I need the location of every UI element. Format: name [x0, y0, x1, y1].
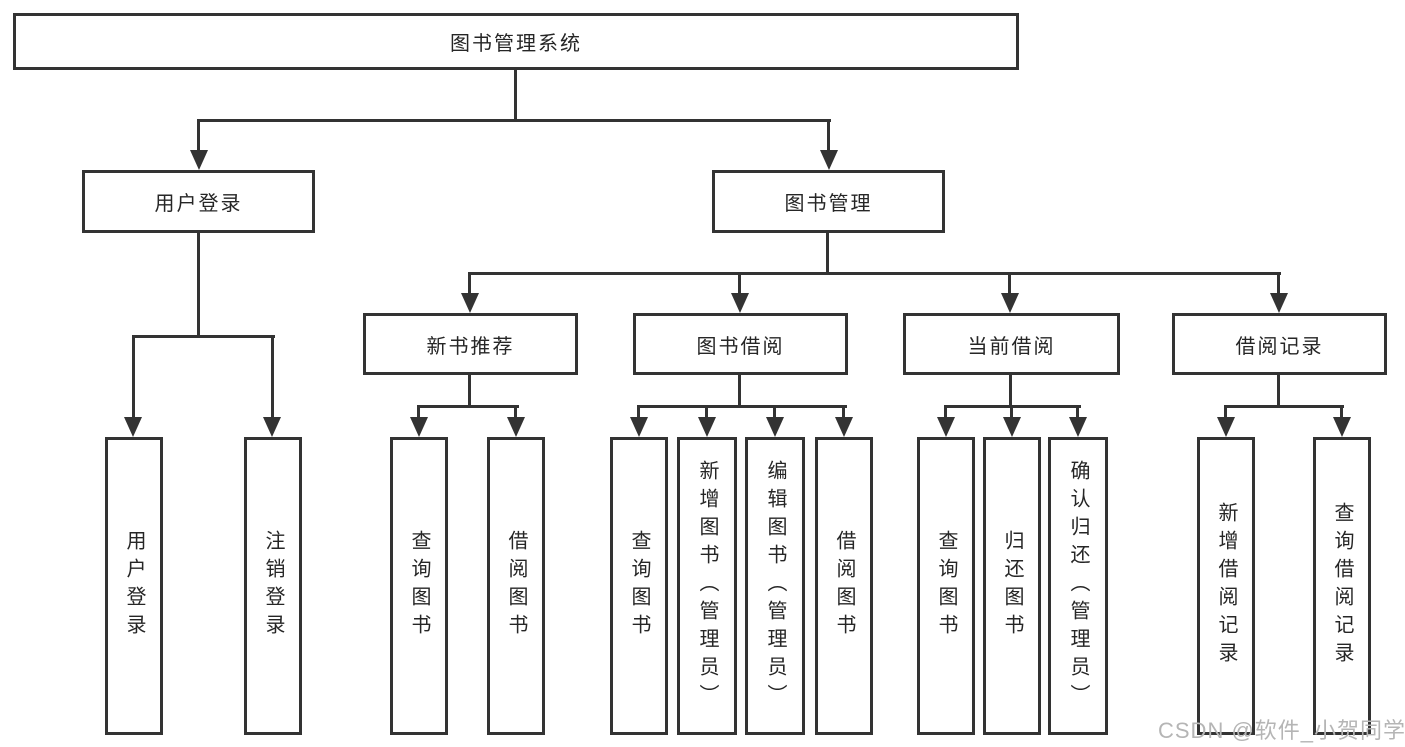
leaf-borrow-edit-books-admin: 编辑图书（管理员）	[745, 437, 805, 735]
arrow-down-icon	[1069, 417, 1087, 437]
connector-line	[132, 335, 135, 419]
connector-line	[773, 405, 776, 419]
leaf-current-return-books: 归还图书	[983, 437, 1041, 735]
arrow-down-icon	[835, 417, 853, 437]
connector-line	[738, 375, 741, 407]
connector-line	[1010, 405, 1013, 419]
connector-line	[637, 405, 640, 419]
arrow-down-icon	[1333, 417, 1351, 437]
arrow-down-icon	[1270, 293, 1288, 313]
leaf-borrow-query-books: 查询图书	[610, 437, 668, 735]
leaf-newbook-borrow-books: 借阅图书	[487, 437, 545, 735]
connector-line	[514, 405, 517, 419]
node-root-system: 图书管理系统	[13, 13, 1019, 70]
leaf-user-login: 用户登录	[105, 437, 163, 735]
connector-line	[705, 405, 708, 419]
csdn-watermark: CSDN @软件_小贺同学	[1158, 718, 1405, 743]
connector-line	[637, 405, 847, 408]
connector-line	[271, 335, 274, 419]
arrow-down-icon	[731, 293, 749, 313]
connector-line	[1224, 405, 1344, 408]
arrow-down-icon	[507, 417, 525, 437]
connector-line	[468, 272, 1281, 275]
arrow-down-icon	[937, 417, 955, 437]
connector-line	[827, 119, 830, 152]
node-borrow-records: 借阅记录	[1172, 313, 1387, 375]
node-user-login: 用户登录	[82, 170, 315, 233]
connector-line	[417, 405, 420, 419]
connector-line	[1224, 405, 1227, 419]
arrow-down-icon	[124, 417, 142, 437]
connector-line	[738, 272, 741, 295]
arrow-down-icon	[461, 293, 479, 313]
leaf-borrow-borrow-books: 借阅图书	[815, 437, 873, 735]
connector-line	[944, 405, 947, 419]
arrow-down-icon	[1003, 417, 1021, 437]
arrow-down-icon	[630, 417, 648, 437]
connector-line	[1340, 405, 1343, 419]
connector-line	[197, 233, 200, 337]
arrow-down-icon	[263, 417, 281, 437]
arrow-down-icon	[820, 150, 838, 170]
leaf-current-query-books: 查询图书	[917, 437, 975, 735]
connector-line	[417, 405, 519, 408]
node-current-borrow: 当前借阅	[903, 313, 1120, 375]
connector-line	[132, 335, 275, 338]
connector-line	[1076, 405, 1079, 419]
arrow-down-icon	[766, 417, 784, 437]
connector-line	[514, 70, 517, 120]
arrow-down-icon	[410, 417, 428, 437]
connector-line	[842, 405, 845, 419]
arrow-down-icon	[1217, 417, 1235, 437]
connector-line	[197, 119, 831, 122]
node-book-management: 图书管理	[712, 170, 945, 233]
connector-line	[468, 375, 471, 407]
connector-line	[1277, 272, 1280, 295]
leaf-records-query-record: 查询借阅记录	[1313, 437, 1371, 735]
connector-line	[1008, 272, 1011, 295]
connector-line	[468, 272, 471, 295]
leaf-newbook-query-books: 查询图书	[390, 437, 448, 735]
arrow-down-icon	[190, 150, 208, 170]
connector-line	[1277, 375, 1280, 407]
leaf-records-add-record: 新增借阅记录	[1197, 437, 1255, 735]
connector-line	[1009, 375, 1012, 407]
leaf-logout: 注销登录	[244, 437, 302, 735]
arrow-down-icon	[698, 417, 716, 437]
connector-line	[826, 233, 829, 274]
node-new-book-recommend: 新书推荐	[363, 313, 578, 375]
arrow-down-icon	[1001, 293, 1019, 313]
leaf-borrow-add-books-admin: 新增图书（管理员）	[677, 437, 737, 735]
connector-line	[197, 119, 200, 152]
node-book-borrow: 图书借阅	[633, 313, 848, 375]
leaf-current-confirm-return-admin: 确认归还（管理员）	[1048, 437, 1108, 735]
